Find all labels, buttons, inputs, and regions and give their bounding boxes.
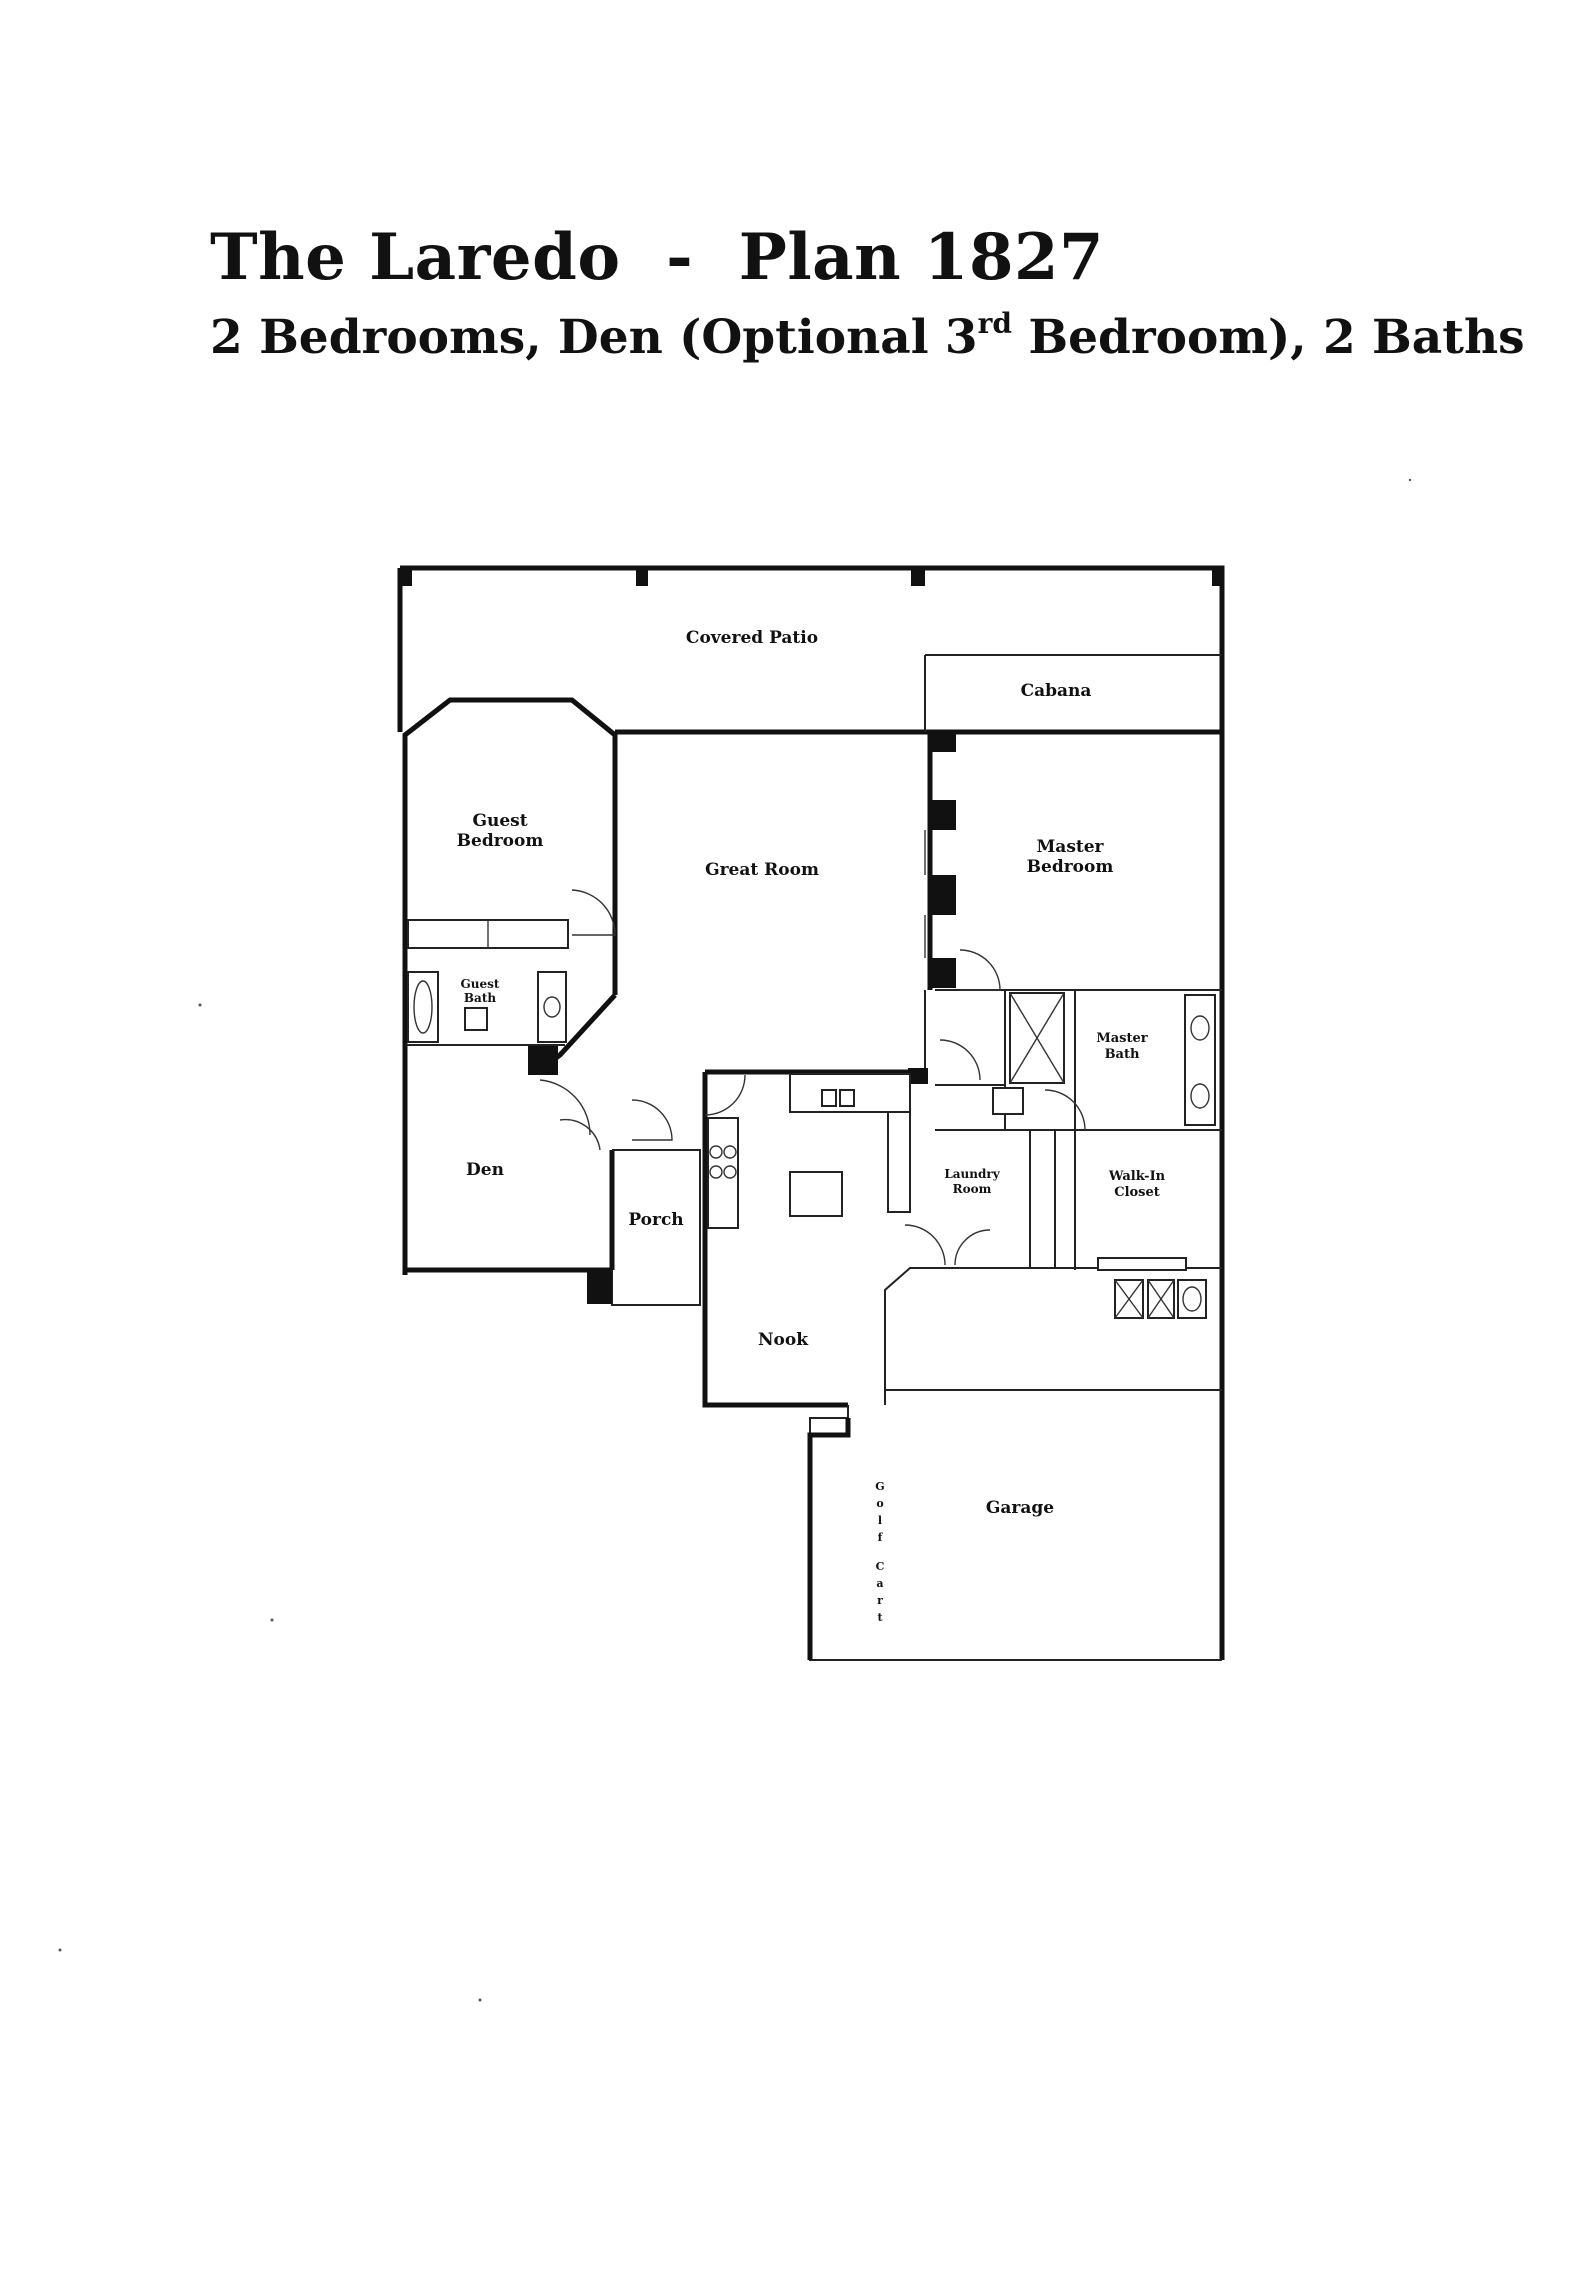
golf-cart-letter: l — [878, 1514, 882, 1527]
label-walkin-2: Closet — [1114, 1185, 1160, 1200]
label-great-room: Great Room — [705, 860, 819, 880]
label-laundry-2: Room — [953, 1182, 992, 1196]
label-covered-patio: Covered Patio — [686, 628, 818, 648]
golf-cart-letter: a — [876, 1577, 883, 1590]
label-master-bath-1: Master — [1096, 1031, 1147, 1046]
label-nook: Nook — [758, 1330, 809, 1350]
scan-specks — [58, 478, 1412, 2002]
label-cabana: Cabana — [1021, 681, 1092, 701]
label-den: Den — [466, 1160, 504, 1180]
label-master-bedroom-2: Bedroom — [1027, 857, 1114, 877]
subtitle-part-2: Bedroom), 2 Baths — [1011, 310, 1525, 365]
room-labels: Covered Patio Cabana Guest Bedroom Great… — [457, 628, 1166, 1624]
label-walkin-1: Walk-In — [1108, 1169, 1166, 1184]
golf-cart-letter: G — [875, 1480, 884, 1493]
golf-cart-letter: C — [876, 1560, 885, 1573]
subtitle-part-1: 2 Bedrooms, Den (Optional 3 — [210, 310, 978, 365]
plan-title: The Laredo - Plan 1827 — [210, 220, 1105, 295]
label-guest-bath-1: Guest — [461, 977, 500, 991]
label-guest-bedroom-1: Guest — [472, 811, 527, 831]
label-laundry-1: Laundry — [944, 1167, 1000, 1181]
label-guest-bedroom-2: Bedroom — [457, 831, 544, 851]
label-golf-cart: G o l f C a r t — [875, 1480, 884, 1624]
structural-posts — [400, 568, 1224, 1304]
label-master-bath-2: Bath — [1105, 1047, 1140, 1062]
golf-cart-letter: o — [876, 1497, 883, 1510]
plan-subtitle: 2 Bedrooms, Den (Optional 3rd Bedroom), … — [210, 307, 1525, 365]
door-swings — [539, 889, 1086, 1266]
label-guest-bath-2: Bath — [464, 991, 496, 1005]
subtitle-superscript: rd — [977, 307, 1012, 340]
label-master-bedroom-1: Master — [1036, 837, 1104, 857]
golf-cart-letter: f — [878, 1531, 884, 1544]
exterior-walls — [397, 565, 1225, 1661]
golf-cart-letter: r — [877, 1594, 883, 1607]
fixtures — [405, 830, 1216, 1319]
label-porch: Porch — [628, 1210, 683, 1230]
label-garage: Garage — [986, 1498, 1054, 1518]
golf-cart-letter: t — [877, 1611, 883, 1624]
